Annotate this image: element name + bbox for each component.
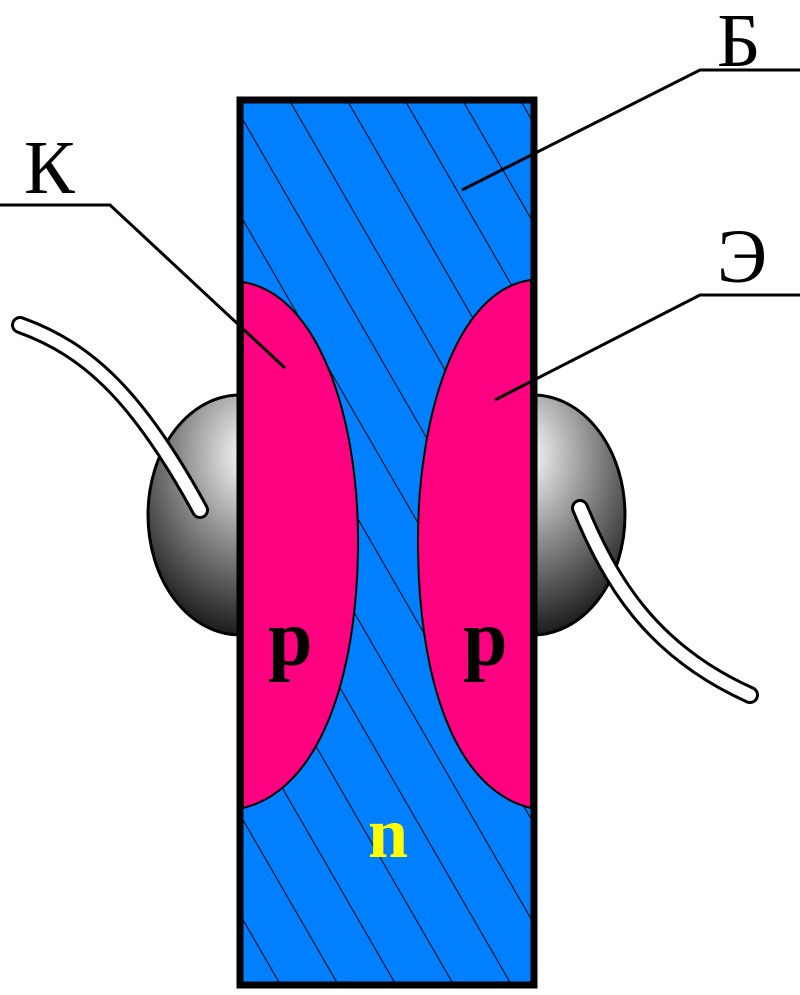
leader-lines (0, 68, 800, 402)
emitter-leader-line (494, 293, 800, 402)
collector-wire (11, 316, 209, 519)
emitter-region-label: p (463, 595, 508, 683)
collector-leader-line (0, 203, 287, 370)
base-region-label: n (368, 793, 408, 873)
base-label: Б (717, 0, 761, 83)
emitter-wire (571, 499, 759, 704)
emitter-p-region (416, 278, 532, 810)
collector-region-label: p (268, 595, 313, 683)
base-crystal-outline (236, 96, 538, 989)
emitter-label: Э (717, 215, 767, 299)
collector-p-region (242, 280, 360, 810)
base-leader-line (461, 68, 800, 192)
collector-label: К (24, 126, 75, 210)
